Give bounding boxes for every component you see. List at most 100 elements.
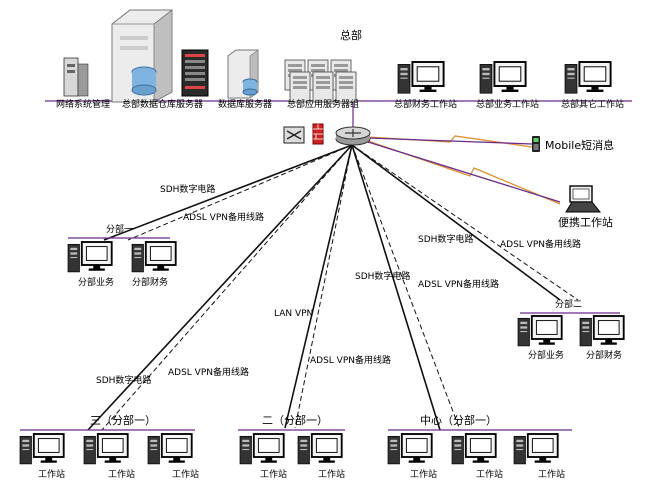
branch1-sdh-label: SDH数字电路 [160, 183, 215, 195]
laptop-node[interactable]: 便携工作站 [558, 185, 613, 229]
branch2-business-label: 分部业务 [528, 349, 564, 361]
branch2-name: 分部二 [555, 298, 582, 310]
site-a-ws-label: 工作站 [172, 468, 199, 480]
branch1-adsl-line [127, 144, 353, 241]
dw-server-icon [111, 9, 173, 103]
site-c-group: 中心（分部一） 工作站 工作站 工作站 [388, 413, 572, 480]
site-a-sdh-label: SDH数字电路 [96, 374, 151, 386]
mobile-sms-label: Mobile短消息 [545, 138, 614, 152]
hq-business-ws-node[interactable]: 总部业务工作站 [476, 62, 539, 110]
network-mgmt-label: 网络系统管理 [56, 98, 110, 110]
workstation-icon [518, 316, 562, 346]
hq-business-ws-icon [480, 62, 526, 93]
branch1-finance-ws[interactable]: 分部财务 [132, 242, 176, 288]
network-mgmt-node[interactable]: 网络系统管理 [56, 57, 110, 110]
workstation-icon [148, 434, 192, 464]
app-servers-node[interactable]: 总部应用服务器组 [284, 59, 359, 110]
storage-rack-icon [181, 49, 209, 97]
mobile-node[interactable]: Mobile短消息 [532, 136, 614, 152]
branch2-finance-label: 分部财务 [586, 349, 622, 361]
laptop-link [367, 141, 561, 203]
site-a-name: 三（分部一） [90, 413, 156, 427]
site-b-adsl-label: ADSL VPN备用线路 [310, 354, 391, 366]
site-a-ws-label: 工作站 [108, 468, 135, 480]
db-server-node[interactable]: 数据库服务器 [218, 49, 272, 110]
site-a-adsl-line [101, 144, 353, 431]
workstation-icon [298, 434, 342, 464]
site-c-sdh-label: SDH数字电路 [355, 270, 410, 282]
site-b-ws-label: 工作站 [318, 468, 345, 480]
branch2-business-ws[interactable]: 分部业务 [518, 316, 564, 361]
hq-title: 总部 [340, 28, 362, 42]
site-a-ws-2[interactable]: 工作站 [84, 434, 135, 480]
core-switch[interactable] [283, 126, 305, 144]
site-c-ws-3[interactable]: 工作站 [514, 434, 565, 480]
firewall-icon [312, 123, 324, 145]
branch1-finance-label: 分部财务 [132, 276, 168, 288]
branch1-business-ws[interactable]: 分部业务 [68, 242, 114, 288]
site-b-ws-2[interactable]: 工作站 [298, 434, 345, 480]
network-links [45, 100, 632, 431]
branch1-sdh-line [103, 144, 353, 241]
app-servers-icon [284, 59, 357, 103]
hq-finance-ws-icon [398, 62, 444, 93]
branch1-business-label: 分部业务 [78, 276, 114, 288]
network-mgmt-server-icon [63, 57, 89, 97]
workstation-icon [132, 242, 176, 272]
site-b-ws-label: 工作站 [260, 468, 287, 480]
core-router[interactable] [335, 126, 371, 146]
site-c-ws-label: 工作站 [538, 468, 565, 480]
workstation-icon [84, 434, 128, 464]
site-c-adsl-line [351, 144, 461, 431]
dw-server-label: 总部数据仓库服务器 [122, 98, 203, 110]
site-b-ws-1[interactable]: 工作站 [240, 434, 287, 480]
branch2-finance-ws[interactable]: 分部财务 [580, 316, 624, 361]
hq-other-ws-icon [565, 62, 611, 93]
site-a-group: 三（分部一） 工作站 工作站 工作站 [20, 413, 199, 480]
site-c-name: 中心（分部一） [420, 413, 497, 427]
mobile-phone-icon [532, 136, 540, 152]
site-b-group: 二（分部一） 工作站 工作站 [238, 413, 345, 480]
site-a-adsl-label: ADSL VPN备用线路 [168, 366, 249, 378]
workstation-icon [514, 434, 558, 464]
site-b-lan-label: LAN VPN [274, 309, 313, 319]
hq-business-ws-label: 总部业务工作站 [476, 98, 539, 110]
hq-finance-ws-node[interactable]: 总部财务工作站 [394, 62, 457, 110]
branch1-name: 分部一 [106, 223, 133, 235]
site-a-ws-1[interactable]: 工作站 [20, 434, 65, 480]
site-a-ws-label: 工作站 [38, 468, 65, 480]
branch2-adsl-label: ADSL VPN备用线路 [500, 238, 581, 250]
workstation-icon [20, 434, 64, 464]
laptop-label: 便携工作站 [558, 215, 613, 229]
dw-server-node[interactable]: 总部数据仓库服务器 [111, 9, 209, 110]
workstation-icon [452, 434, 496, 464]
branch1-group: 分部一 分部业务 分部财务 [68, 223, 176, 288]
site-c-adsl-label: ADSL VPN备用线路 [418, 278, 499, 290]
branch1-adsl-label: ADSL VPN备用线路 [183, 211, 264, 223]
branch2-group: 分部二 分部业务 分部财务 [518, 298, 624, 361]
app-servers-label: 总部应用服务器组 [287, 98, 359, 110]
site-c-ws-label: 工作站 [476, 468, 503, 480]
hq-other-ws-node[interactable]: 总部其它工作站 [561, 62, 624, 110]
branch2-sdh-label: SDH数字电路 [418, 233, 473, 245]
site-c-ws-label: 工作站 [410, 468, 437, 480]
site-c-ws-1[interactable]: 工作站 [388, 434, 437, 480]
branch2-adsl-line [351, 144, 579, 301]
site-c-sdh-line [351, 144, 441, 431]
db-server-label: 数据库服务器 [218, 98, 272, 110]
site-a-ws-3[interactable]: 工作站 [148, 434, 199, 480]
hq-other-ws-label: 总部其它工作站 [561, 98, 624, 110]
site-b-lan-line [284, 144, 353, 429]
site-c-ws-2[interactable]: 工作站 [452, 434, 503, 480]
workstation-icon [240, 434, 284, 464]
mobile-link [367, 137, 533, 145]
db-server-icon [227, 49, 259, 99]
workstation-icon [388, 434, 432, 464]
workstation-icon [580, 316, 624, 346]
laptop-icon [565, 185, 602, 213]
site-b-name: 二（分部一） [262, 413, 328, 427]
site-a-sdh-line [87, 144, 353, 431]
site-b-adsl-line [294, 144, 353, 429]
